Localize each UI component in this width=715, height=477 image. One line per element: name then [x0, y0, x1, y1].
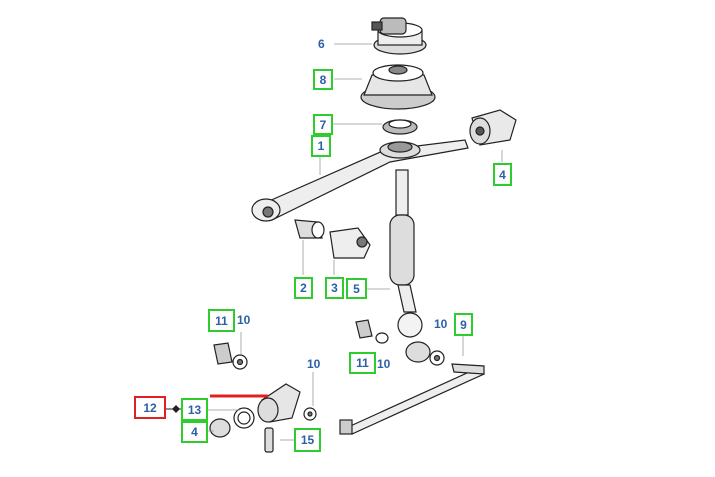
callout-14[interactable]: 4 [181, 421, 208, 443]
callout-10-middle[interactable]: 10 [307, 357, 321, 371]
part-5-rod[interactable] [389, 169, 431, 363]
callout-5[interactable]: 5 [346, 278, 367, 299]
callout-11-right[interactable]: 11 [349, 352, 376, 374]
part-7-ring[interactable] [382, 119, 418, 135]
callout-7[interactable]: 7 [313, 114, 333, 135]
part-10-washer-middle[interactable] [303, 407, 317, 421]
callout-10-right[interactable]: 10 [434, 317, 448, 331]
part-8-boot[interactable] [360, 64, 436, 110]
callout-13[interactable]: 13 [181, 398, 208, 421]
part-15-pin[interactable] [264, 427, 274, 453]
part-1-lever[interactable] [251, 139, 469, 222]
part-4-bushing[interactable] [469, 109, 517, 146]
part-11-clip-left[interactable] [213, 342, 248, 370]
callout-12-selected[interactable]: 12 [134, 396, 166, 419]
part-11-clip-right[interactable] [355, 319, 389, 344]
callout-10-left[interactable]: 10 [237, 313, 251, 327]
part-coupling[interactable] [181, 383, 301, 442]
part-10-washer-right[interactable] [429, 350, 445, 366]
callout-8[interactable]: 8 [313, 69, 333, 90]
callout-11-left[interactable]: 11 [208, 309, 235, 332]
selection-marker [172, 405, 180, 413]
callout-10-lower-right[interactable]: 10 [377, 357, 391, 371]
part-2-bushing[interactable] [294, 219, 325, 239]
part-9-selector-rod[interactable] [339, 363, 486, 435]
leader-lines [208, 43, 503, 441]
callout-4[interactable]: 4 [493, 163, 512, 186]
callout-2[interactable]: 2 [294, 277, 313, 299]
part-6-clamp[interactable] [371, 17, 427, 55]
callout-9[interactable]: 9 [454, 313, 473, 336]
callout-3[interactable]: 3 [325, 277, 344, 299]
callout-6[interactable]: 6 [318, 37, 325, 51]
callout-15[interactable]: 15 [294, 428, 321, 452]
callout-1[interactable]: 1 [311, 135, 331, 157]
part-3-bracket[interactable] [329, 227, 371, 259]
